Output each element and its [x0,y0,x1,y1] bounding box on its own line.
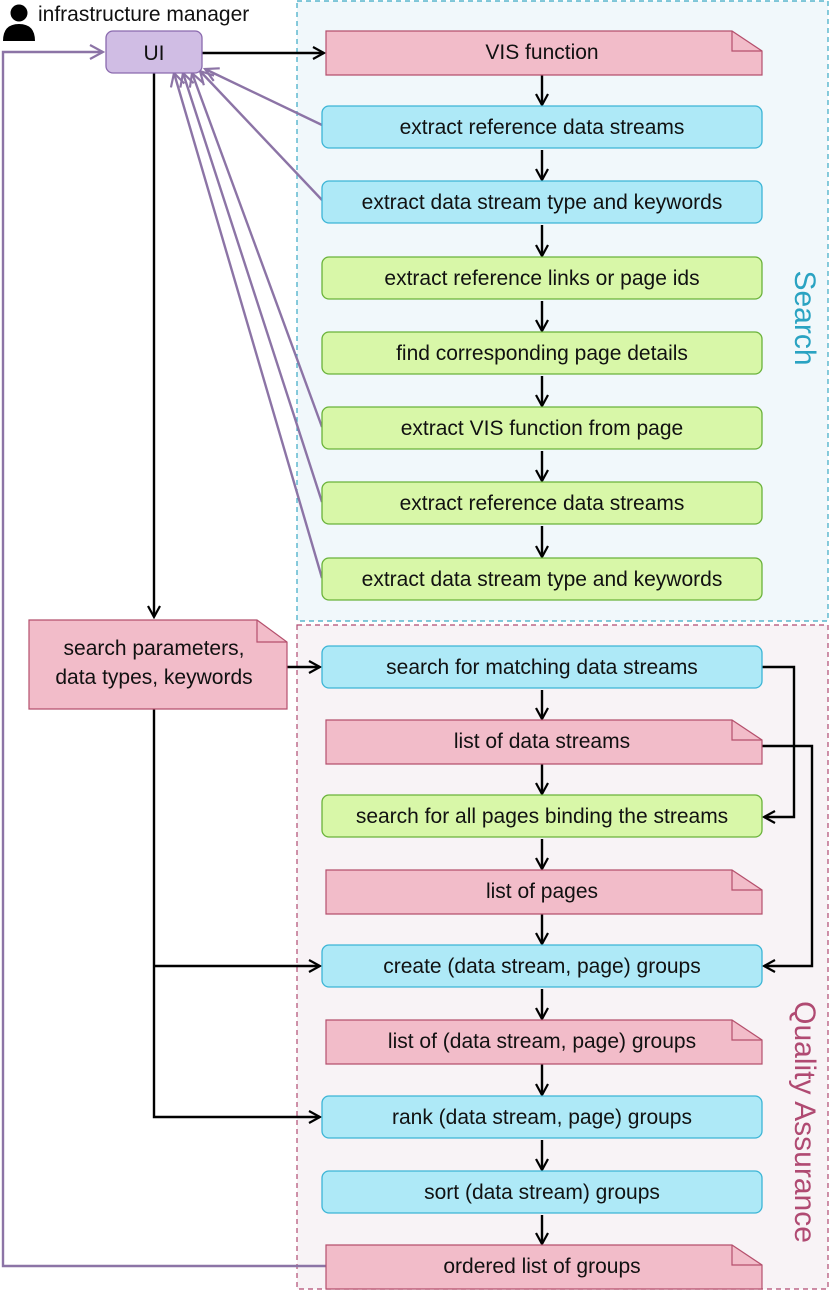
search-step-extract-reference-data-streams[interactable]: extract reference data streams [321,105,763,149]
step-label: list of pages [486,880,598,903]
qa-step-search-for-all-pages-binding-the-streams[interactable]: search for all pages binding the streams [321,794,763,838]
search-step-extract-reference-links-or-page-ids[interactable]: extract reference links or page ids [321,256,763,300]
search-step-vis-function[interactable]: VIS function [325,30,763,76]
search-step-extract-data-stream-type-and-keywords[interactable]: extract data stream type and keywords [321,557,763,601]
person-icon [3,4,35,41]
result-to-ui-arrow [1,52,326,1268]
feedback-arrow-1 [205,69,323,127]
step-label: extract VIS function from page [401,417,683,440]
search-region [296,0,829,622]
step-label: search for matching data streams [386,656,698,679]
ui-node-label: UI [144,42,165,65]
ui-node[interactable]: UI [105,30,203,74]
actor-label: infrastructure manager [38,3,249,26]
feedback-arrow-4 [183,73,324,503]
step-label: rank (data stream, page) groups [392,1106,692,1129]
step-label: VIS function [485,41,598,64]
step-label: list of (data stream, page) groups [388,1030,696,1053]
quality-assurance-region-label: Quality Assurance [788,1001,821,1243]
qa-step-list-of-data-stream-page-groups[interactable]: list of (data stream, page) groups [325,1019,763,1065]
feedback-arrow-3 [192,73,324,428]
feedback-arrow-5 [174,73,324,579]
qa-step-sort-data-stream-groups[interactable]: sort (data stream) groups [321,1170,763,1214]
search-step-extract-data-stream-type-and-keywords[interactable]: extract data stream type and keywords [321,180,763,224]
streams-to-pages-loop-arrow [762,665,796,817]
search-region-label: Search [788,270,821,365]
step-label: extract reference data streams [400,116,685,139]
qa-step-list-of-data-streams[interactable]: list of data streams [325,719,763,765]
feedback-arrow-2 [200,71,323,201]
step-label: extract reference data streams [400,492,685,515]
step-label: extract data stream type and keywords [362,191,723,214]
search-step-extract-reference-data-streams[interactable]: extract reference data streams [321,481,763,525]
qa-step-create-data-stream-page-groups[interactable]: create (data stream, page) groups [321,944,763,988]
search-step-extract-vis-function-from-page[interactable]: extract VIS function from page [321,406,763,450]
step-label: extract reference links or page ids [384,267,699,290]
parameters-to-rank-arrow [152,709,320,1117]
search-parameters-line2: data types, keywords [55,666,252,689]
step-label: ordered list of groups [443,1255,640,1278]
qa-step-list-of-pages[interactable]: list of pages [325,869,763,915]
step-label: find corresponding page details [396,342,688,365]
streams-to-create-loop-arrow [762,744,814,966]
search-step-find-corresponding-page-details[interactable]: find corresponding page details [321,331,763,375]
qa-step-search-for-matching-data-streams[interactable]: search for matching data streams [321,645,763,689]
step-label: extract data stream type and keywords [362,568,723,591]
step-label: create (data stream, page) groups [383,955,701,978]
step-label: search for all pages binding the streams [356,805,728,828]
step-label: list of data streams [454,730,630,753]
step-label: sort (data stream) groups [424,1181,660,1204]
search-parameters-document: search parameters, data types, keywords [28,619,288,710]
qa-step-rank-data-stream-page-groups[interactable]: rank (data stream, page) groups [321,1095,763,1139]
qa-step-ordered-list-of-groups[interactable]: ordered list of groups [325,1244,763,1290]
search-parameters-line1: search parameters, [64,637,245,660]
